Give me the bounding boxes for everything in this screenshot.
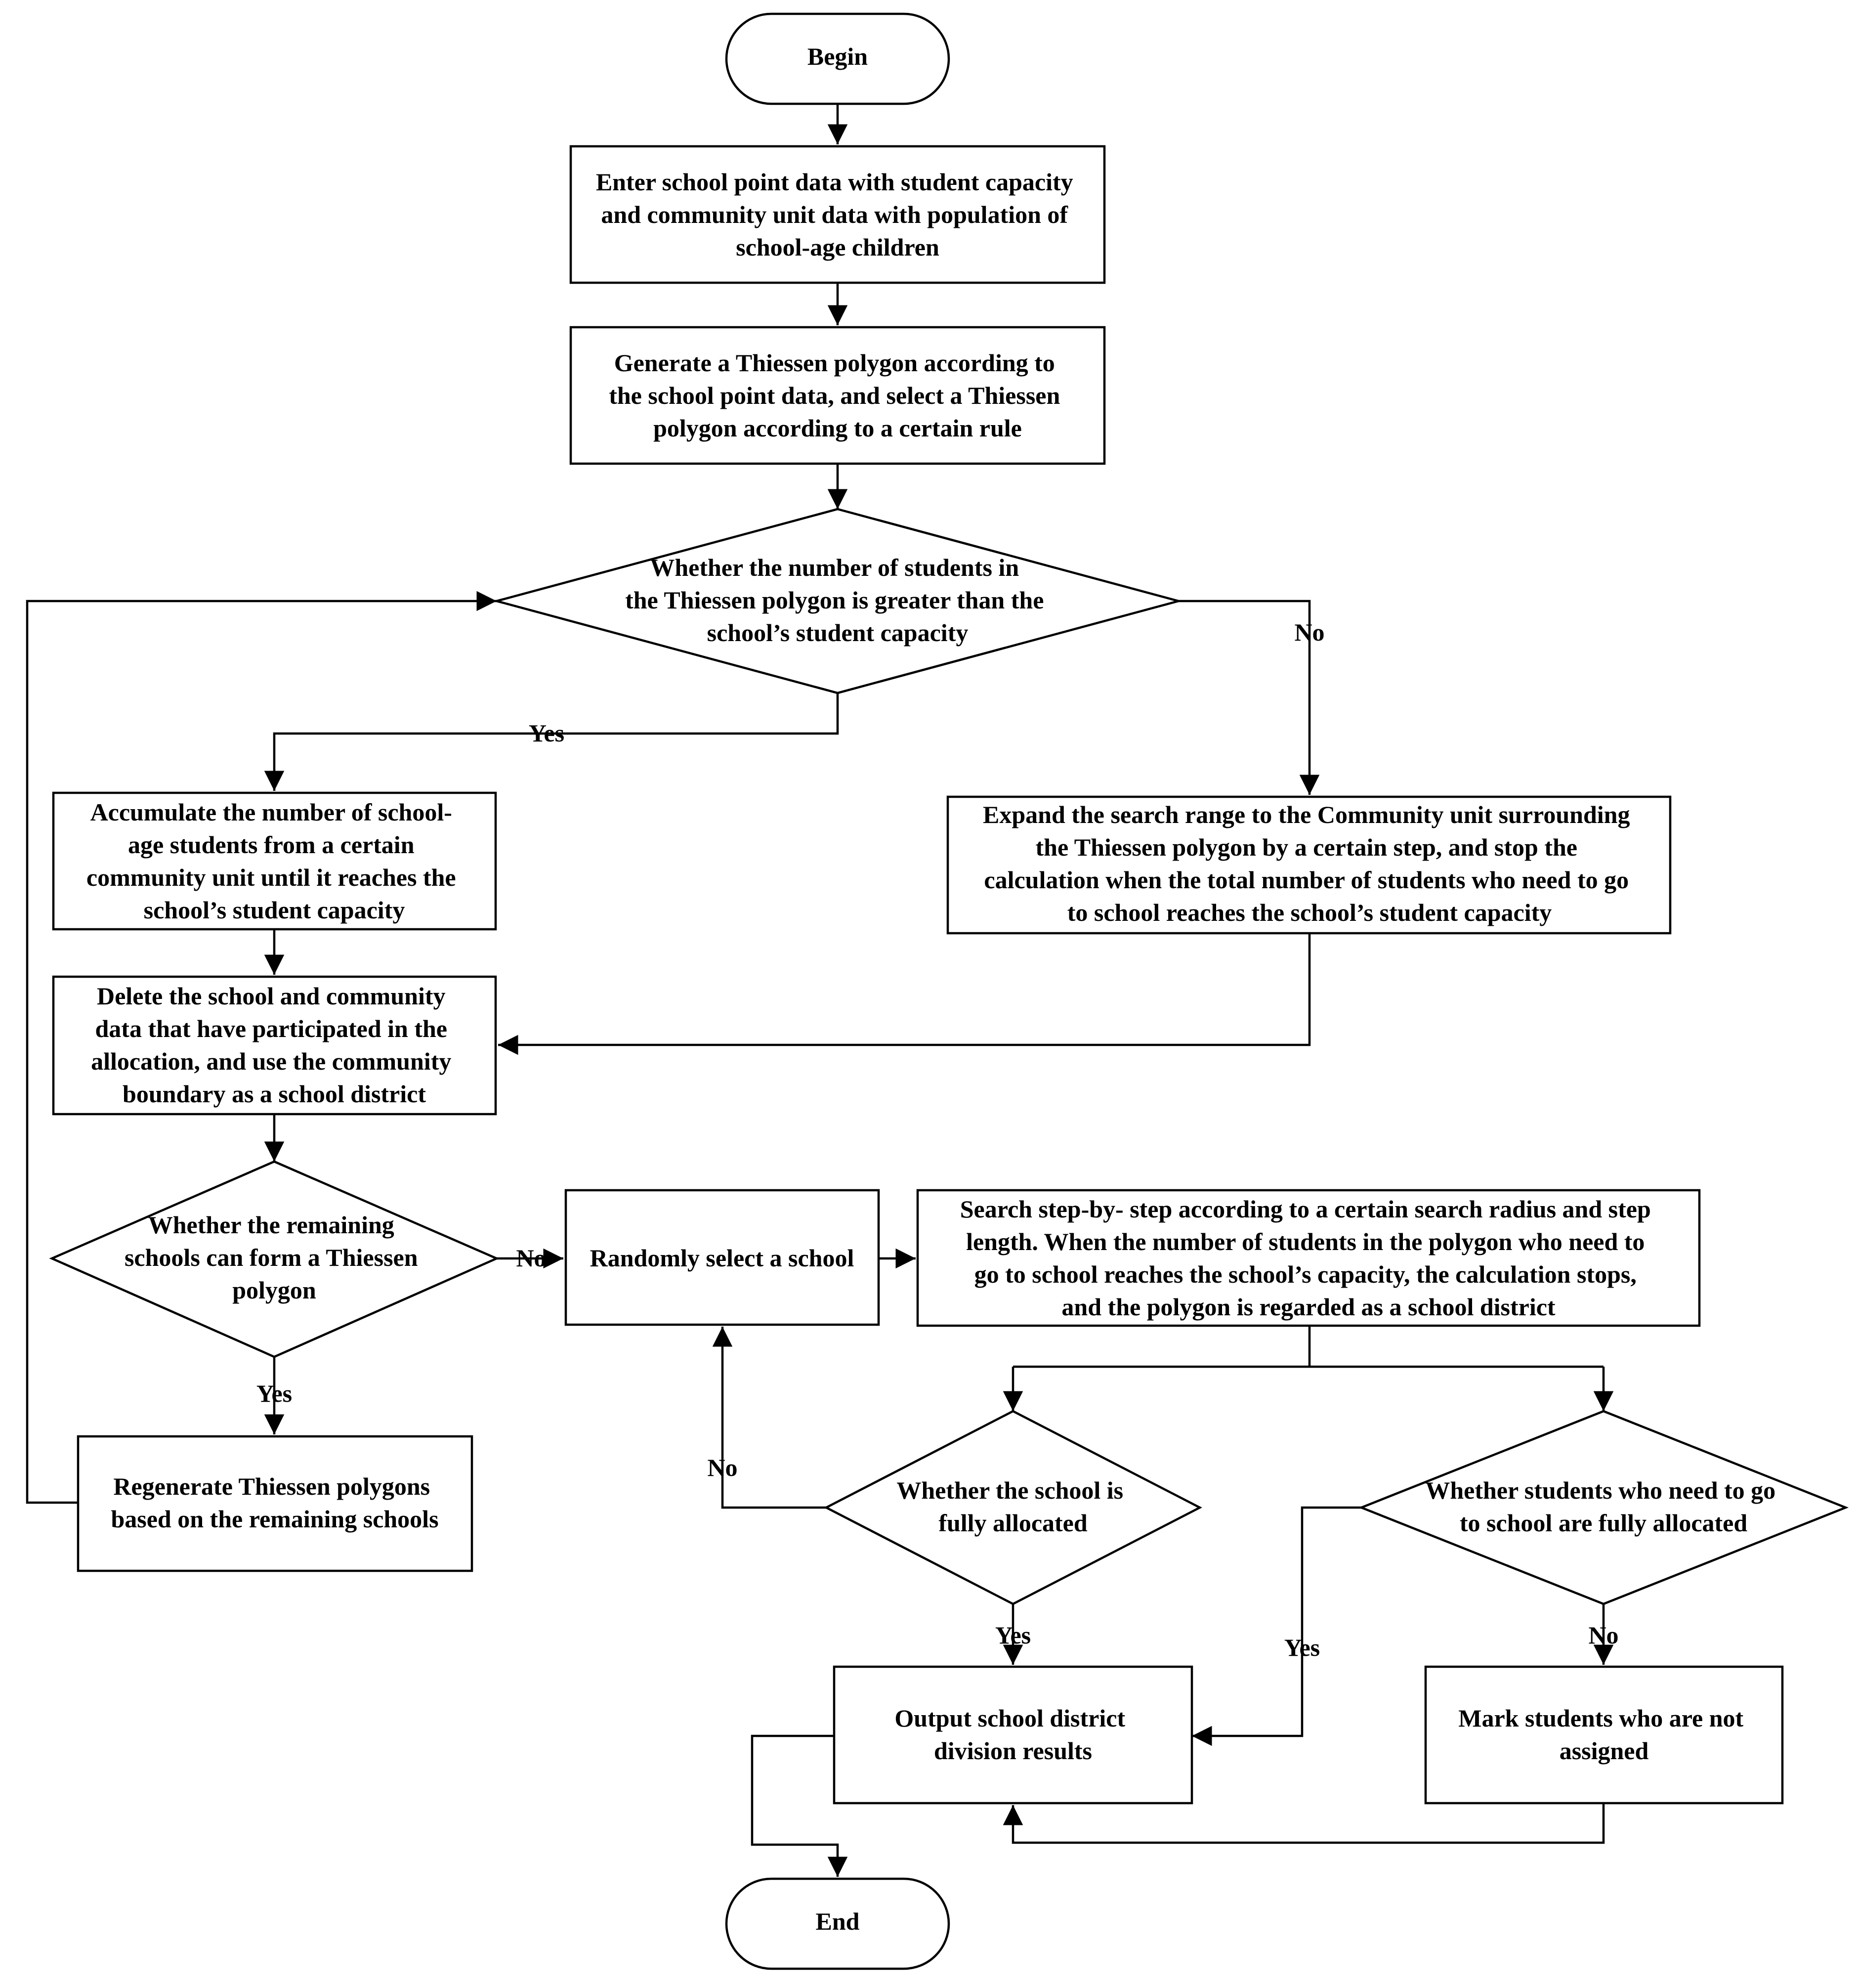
enter-data-process: Enter school point data with student cap… (569, 145, 1106, 284)
generate-polygon-process: Generate a Thiessen polygon according to… (569, 326, 1106, 465)
edge-decision1-no-to-expand (1179, 600, 1320, 795)
mark-line-1: Mark students who are not (1458, 1704, 1743, 1732)
mark-line-2: assigned (1560, 1737, 1649, 1765)
svg-text:Regenerate Thiessen polygons: Regenerate Thiessen polygons based on th… (111, 1472, 438, 1533)
decision-remaining-line-2: schools can form a Thiessen (125, 1244, 418, 1271)
regenerate-process: Regenerate Thiessen polygons based on th… (77, 1435, 473, 1572)
output-line-2: division results (934, 1737, 1092, 1765)
decision-school-allocated-line-2: fully allocated (938, 1509, 1088, 1537)
decision-students-gt-capacity-line-3: school’s student capacity (707, 619, 969, 647)
search-step-line-2: length. When the number of students in t… (966, 1228, 1645, 1255)
decision-school-fully-allocated: Whether the school is fully allocated (824, 1410, 1202, 1605)
search-step-line-3: go to school reaches the school’s capaci… (974, 1260, 1637, 1288)
edge-label-d1-no: No (1294, 618, 1324, 646)
edge-output-to-end (751, 1734, 848, 1877)
svg-text:Search step-by- step according: Search step-by- step according to a cert… (960, 1195, 1657, 1321)
expand-search-line-1: Expand the search range to the Community… (983, 801, 1630, 828)
begin-label: Begin (807, 43, 868, 70)
decision-remaining-line-3: polygon (232, 1276, 316, 1304)
accumulate-process: Accumulate the number of school- age stu… (52, 791, 497, 931)
svg-text:Delete the school and communit: Delete the school and community data tha… (91, 982, 458, 1108)
edge-decision4-yes-to-output (1192, 1506, 1361, 1746)
delete-data-line-1: Delete the school and community (97, 982, 446, 1010)
accumulate-line-4: school’s student capacity (144, 896, 405, 924)
expand-search-process: Expand the search range to the Community… (946, 795, 1672, 935)
decision-students-allocated-line-1: Whether students who need to go (1425, 1476, 1775, 1504)
search-step-line-4: and the polygon is regarded as a school … (1061, 1293, 1555, 1321)
svg-text:Generate a Thiessen polygon ac: Generate a Thiessen polygon according to… (609, 349, 1066, 442)
accumulate-line-1: Accumulate the number of school- (90, 798, 452, 826)
edge-search-to-decisions (1013, 1326, 1604, 1368)
svg-text:Output school district d: Output school district division results (894, 1704, 1131, 1765)
edge-label-d2-no: No (516, 1244, 546, 1272)
edge-label-d1-yes: Yes (529, 719, 564, 747)
delete-data-line-3: allocation, and use the community (91, 1047, 451, 1075)
output-line-1: Output school district (894, 1704, 1125, 1732)
decision-students-gt-capacity-line-2: the Thiessen polygon is greater than the (625, 586, 1044, 614)
edge-mark-to-output (1003, 1803, 1605, 1844)
edge-label-d2-yes: Yes (256, 1380, 292, 1407)
decision-students-allocated-line-2: to school are fully allocated (1460, 1509, 1748, 1537)
generate-polygon-line-3: polygon according to a certain rule (653, 414, 1022, 442)
enter-data-line-2: and community unit data with population … (601, 201, 1068, 228)
edge-regenerate-loop-to-decision1 (26, 591, 497, 1504)
generate-polygon-line-2: the school point data, and select a Thie… (609, 382, 1060, 409)
svg-text:Randomly select a school: Randomly select a school (590, 1244, 854, 1272)
expand-search-line-3: calculation when the total number of stu… (984, 866, 1629, 894)
svg-text:Expand the search range to the: Expand the search range to the Community… (983, 801, 1636, 926)
svg-text:End: End (816, 1907, 860, 1935)
svg-text:Mark students who are not: Mark students who are not assigned (1458, 1704, 1749, 1765)
accumulate-line-3: community unit until it reaches the (86, 864, 456, 891)
edge-label-d4-yes: Yes (1284, 1634, 1320, 1661)
end-label: End (816, 1907, 860, 1935)
svg-text:Whether students who need to g: Whether students who need to go to schoo… (1425, 1476, 1781, 1537)
enter-data-line-1: Enter school point data with student cap… (596, 168, 1073, 196)
edge-decision3-no-to-random (712, 1327, 826, 1509)
svg-text:Enter school point data with s: Enter school point data with student cap… (596, 168, 1079, 261)
delete-data-line-2: data that have participated in the (95, 1015, 448, 1042)
random-select-label: Randomly select a school (590, 1244, 854, 1272)
regenerate-line-2: based on the remaining schools (111, 1505, 438, 1533)
decision-school-allocated-line-1: Whether the school is (896, 1476, 1123, 1504)
decision-remaining-schools: Whether the remaining schools can form a… (49, 1160, 500, 1358)
end-terminator: End (725, 1877, 950, 1970)
decision-remaining-line-1: Whether the remaining (148, 1211, 394, 1239)
begin-terminator: Begin (725, 12, 950, 105)
delete-data-line-4: boundary as a school district (123, 1080, 426, 1108)
svg-text:Whether the number of students: Whether the number of students in the Th… (625, 554, 1050, 647)
svg-text:Begin: Begin (807, 43, 868, 70)
mark-process: Mark students who are not assigned (1424, 1665, 1784, 1805)
delete-data-process: Delete the school and community data tha… (52, 975, 497, 1116)
edge-expand-to-delete (498, 933, 1311, 1055)
decision-students-fully-allocated: Whether students who need to go to schoo… (1358, 1410, 1849, 1605)
generate-polygon-line-1: Generate a Thiessen polygon according to (614, 349, 1055, 377)
expand-search-line-2: the Thiessen polygon by a certain step, … (1036, 833, 1577, 861)
output-process: Output school district division results (833, 1665, 1193, 1805)
decision-students-gt-capacity: Whether the number of students in the Th… (492, 508, 1183, 694)
search-step-process: Search step-by- step according to a cert… (916, 1189, 1701, 1327)
edge-label-d3-no: No (707, 1454, 737, 1481)
search-step-line-1: Search step-by- step according to a cert… (960, 1195, 1651, 1223)
regenerate-line-1: Regenerate Thiessen polygons (113, 1472, 430, 1500)
svg-text:Whether the remaining sc: Whether the remaining schools can form a… (125, 1211, 424, 1304)
edge-label-d3-yes: Yes (995, 1621, 1031, 1649)
edge-decision1-yes-to-accumulate (264, 693, 839, 791)
svg-text:Whether the school is fu: Whether the school is fully allocated (896, 1476, 1129, 1537)
edges (26, 104, 1614, 1877)
edge-labels: No Yes No Yes No Yes Yes No (256, 618, 1619, 1661)
enter-data-line-3: school-age children (736, 233, 939, 261)
edge-label-d4-no: No (1588, 1621, 1618, 1649)
svg-text:Accumulate the number of schoo: Accumulate the number of school- age stu… (86, 798, 462, 924)
random-select-process: Randomly select a school (564, 1189, 880, 1326)
expand-search-line-4: to school reaches the school’s student c… (1067, 899, 1552, 926)
decision-students-gt-capacity-line-1: Whether the number of students in (650, 554, 1019, 581)
accumulate-line-2: age students from a certain (128, 831, 415, 859)
